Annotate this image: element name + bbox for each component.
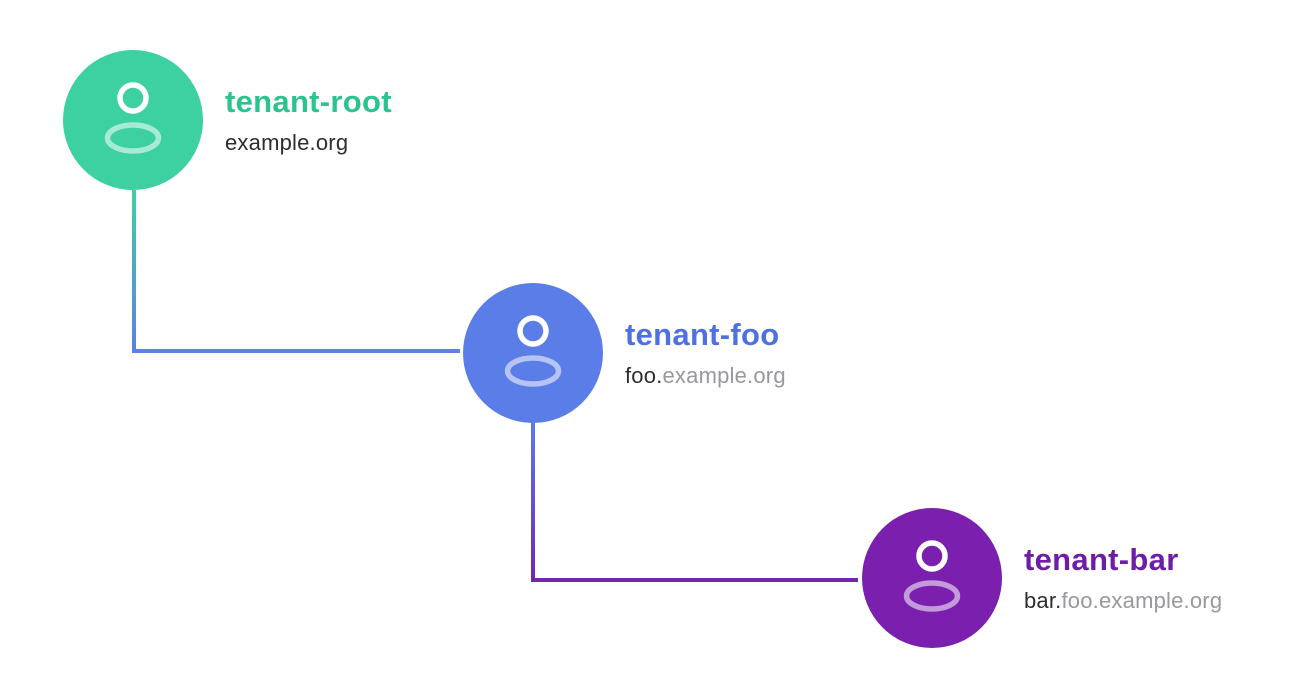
tenant-node-root: tenant-root example.org [63,50,392,190]
user-icon [862,508,1002,648]
domain-prefix: bar. [1024,588,1062,613]
domain-prefix: example.org [225,130,349,155]
tenant-labels: tenant-bar bar.foo.example.org [1024,544,1222,612]
tenant-avatar [862,508,1002,648]
tenant-name: tenant-root [225,84,392,119]
connector-foo-bar-horizontal [531,578,858,582]
tenant-domain: bar.foo.example.org [1024,590,1222,612]
tenant-name: tenant-foo [625,317,780,352]
tenant-labels: tenant-foo foo.example.org [625,319,786,387]
connector-root-foo-vertical [132,190,136,353]
tenant-labels: tenant-root example.org [225,86,392,154]
connector-root-foo-horizontal [132,349,460,353]
user-icon [463,283,603,423]
domain-suffix: foo.example.org [1061,588,1223,613]
tenant-node-foo: tenant-foo foo.example.org [463,283,786,423]
domain-prefix: foo. [625,363,663,388]
tenant-domain: foo.example.org [625,365,786,387]
connector-foo-bar-vertical [531,422,535,582]
tenant-avatar [63,50,203,190]
tenant-node-bar: tenant-bar bar.foo.example.org [862,508,1222,648]
tenant-domain: example.org [225,132,392,154]
tenant-avatar [463,283,603,423]
user-icon [63,50,203,190]
tenant-name: tenant-bar [1024,542,1179,577]
domain-suffix: example.org [662,363,786,388]
